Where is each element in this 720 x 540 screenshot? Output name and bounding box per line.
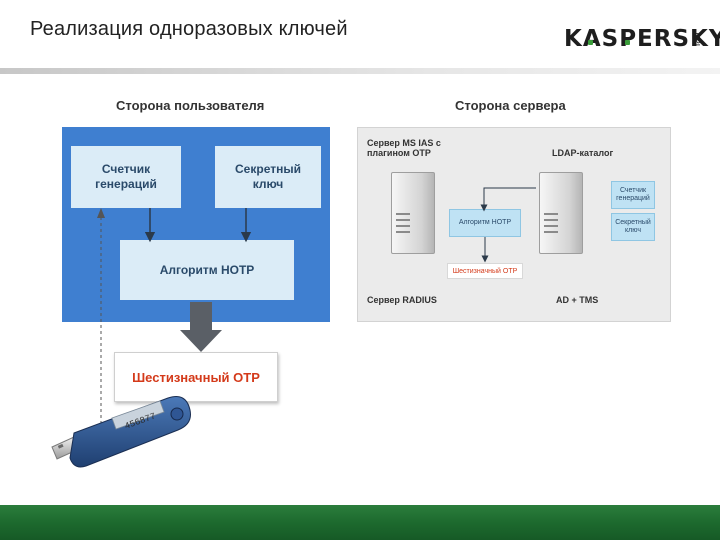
usb-token-icon (52, 397, 191, 468)
feedback-arrowhead (97, 208, 105, 218)
algorithm-to-otp-arrow (180, 302, 222, 352)
footer-bar (0, 505, 720, 540)
ldap-to-ias-arrow (484, 188, 536, 208)
